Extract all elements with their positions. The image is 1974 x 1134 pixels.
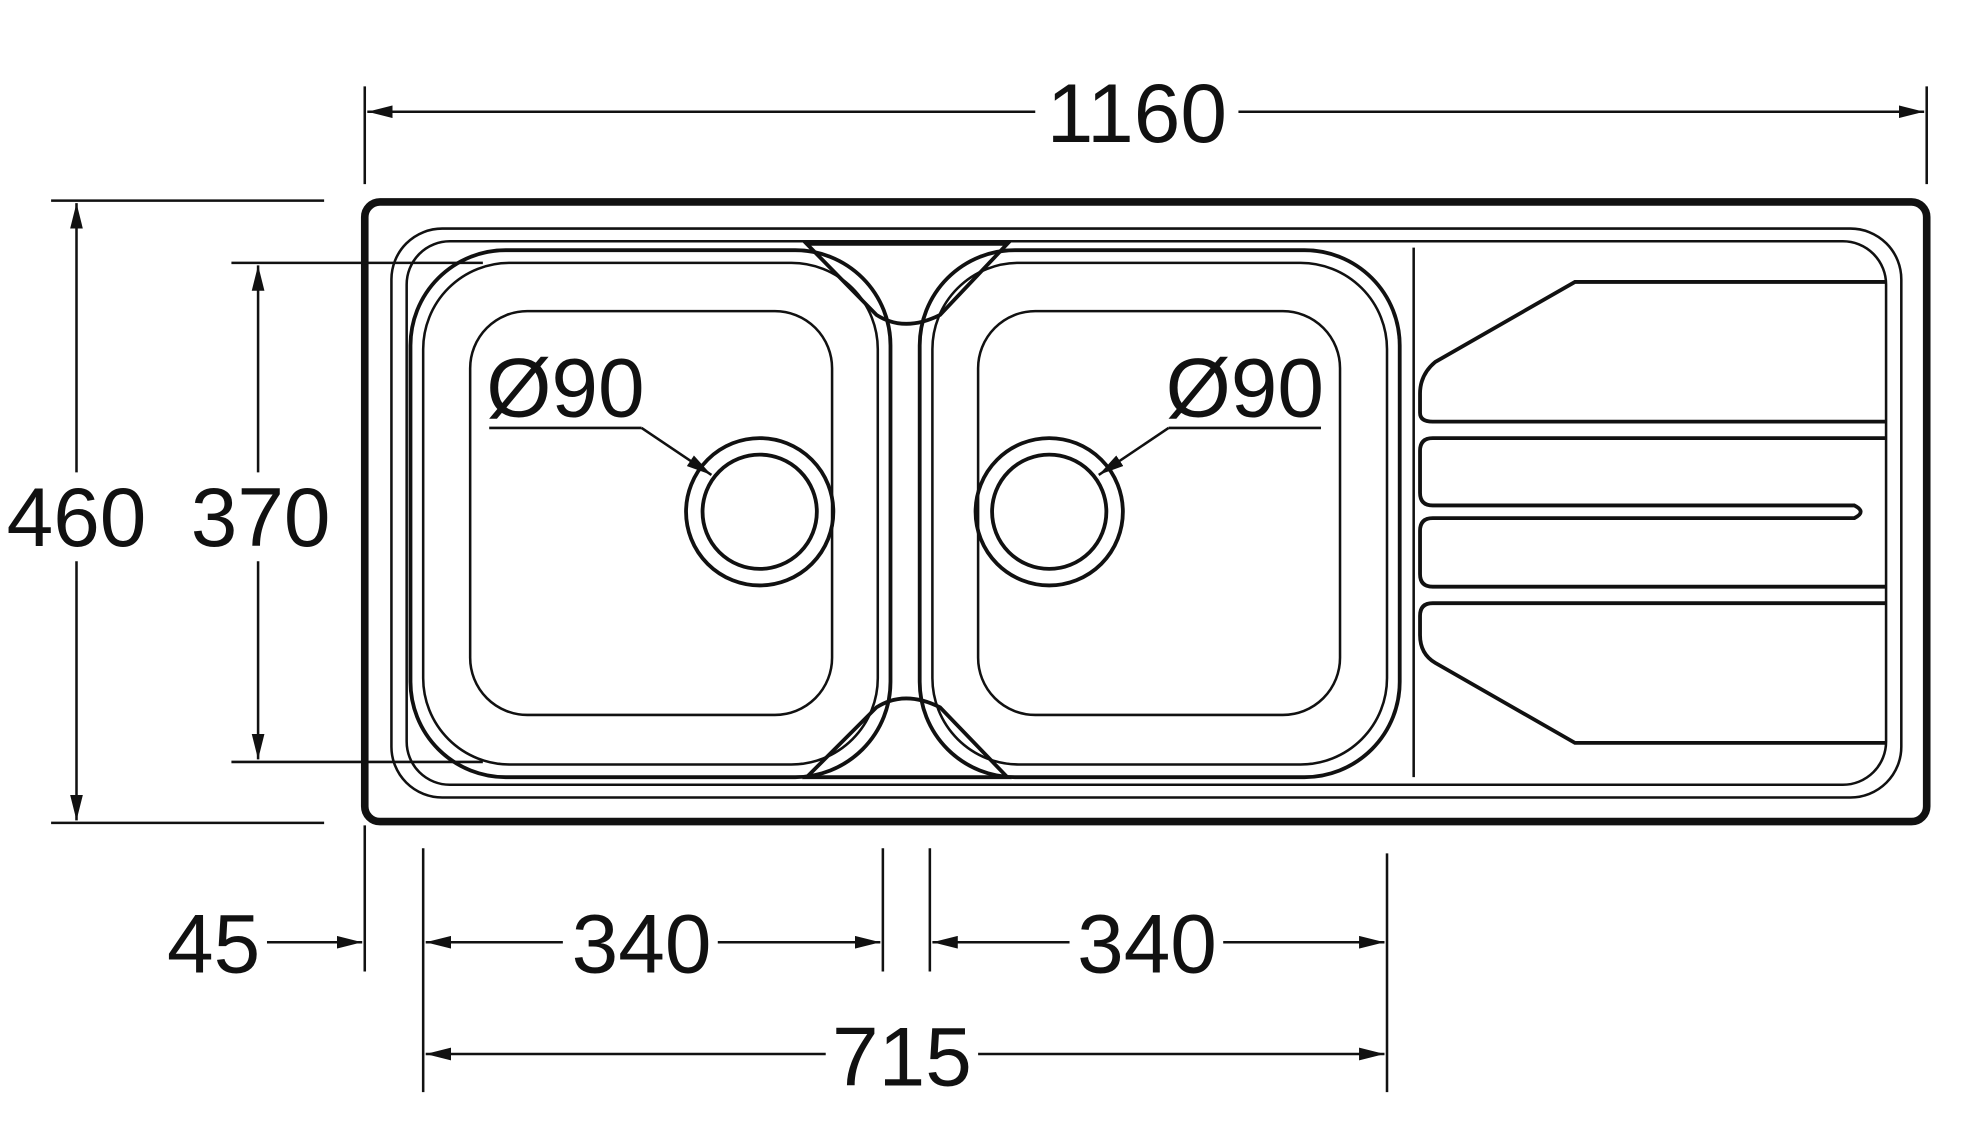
bowl1-width-label: 340 bbox=[572, 897, 712, 991]
width-label: 1160 bbox=[1047, 66, 1227, 160]
drainboard bbox=[1412, 247, 1887, 778]
left-drain-icon bbox=[684, 436, 836, 588]
depth-label: 460 bbox=[7, 470, 147, 564]
left-drain-label: Ø90 bbox=[486, 341, 644, 435]
bowl-bridge-bottom bbox=[802, 696, 1012, 780]
bottom-dimensions: 45 340 340 715 bbox=[167, 825, 1389, 1104]
depth-dimension: 460 bbox=[7, 199, 325, 825]
total-bowls-width-label: 715 bbox=[832, 1010, 972, 1104]
width-dimension: 1160 bbox=[363, 66, 1928, 185]
right-bowl bbox=[917, 248, 1402, 780]
bowl-depth-label: 370 bbox=[191, 470, 331, 564]
right-drain-callout: Ø90 bbox=[1098, 341, 1324, 476]
right-drain-label: Ø90 bbox=[1166, 341, 1324, 435]
right-drain-icon bbox=[973, 436, 1125, 588]
left-drain-callout: Ø90 bbox=[486, 341, 713, 476]
bowl-depth-dimension: 370 bbox=[191, 261, 483, 764]
bowl-bridge-top bbox=[802, 241, 1012, 326]
offset-label: 45 bbox=[167, 897, 260, 991]
bowl2-width-label: 340 bbox=[1077, 897, 1217, 991]
sink-outline bbox=[360, 198, 1931, 826]
left-bowl bbox=[408, 248, 893, 780]
